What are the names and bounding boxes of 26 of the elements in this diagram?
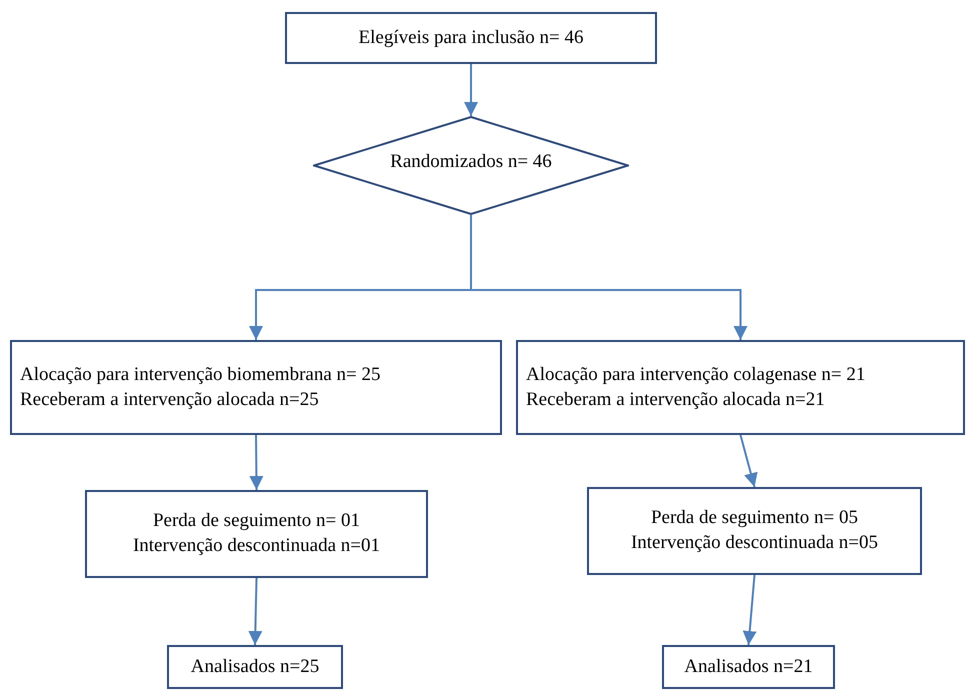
arrow [248,578,262,646]
arrow [742,574,757,646]
node-text: Randomizados n= 46 [390,150,552,174]
arrow [470,215,748,340]
arrow [740,434,758,488]
node-text: Intervenção descontinuada n=05 [630,531,878,555]
node-text: Receberam a intervenção alocada n=21 [526,388,825,412]
decision-diamond [313,116,629,215]
node-text: Analisados n=25 [190,654,320,679]
arrow [464,64,478,116]
process-box [167,645,343,689]
arrow [249,434,264,490]
process-box [662,645,835,689]
process-box [285,12,657,64]
process-box [587,487,922,575]
node-text: Receberam a intervenção alocada n=25 [20,388,319,412]
process-box [10,340,502,435]
node-text: Perda de seguimento n= 01 [152,509,360,534]
node-text: Perda de seguimento n= 05 [650,506,858,530]
node-text: Alocação para intervenção biomembrana n= 25 [20,362,380,387]
process-box [85,490,428,578]
process-box [516,340,965,435]
node-text: Analisados n=21 [684,654,813,679]
node-text: Intervenção descontinuada n=01 [132,534,380,558]
node-text: Alocação para intervenção colagenase n= 21 [526,362,866,387]
node-text: Elegíveis para inclusão n= 46 [358,26,584,50]
